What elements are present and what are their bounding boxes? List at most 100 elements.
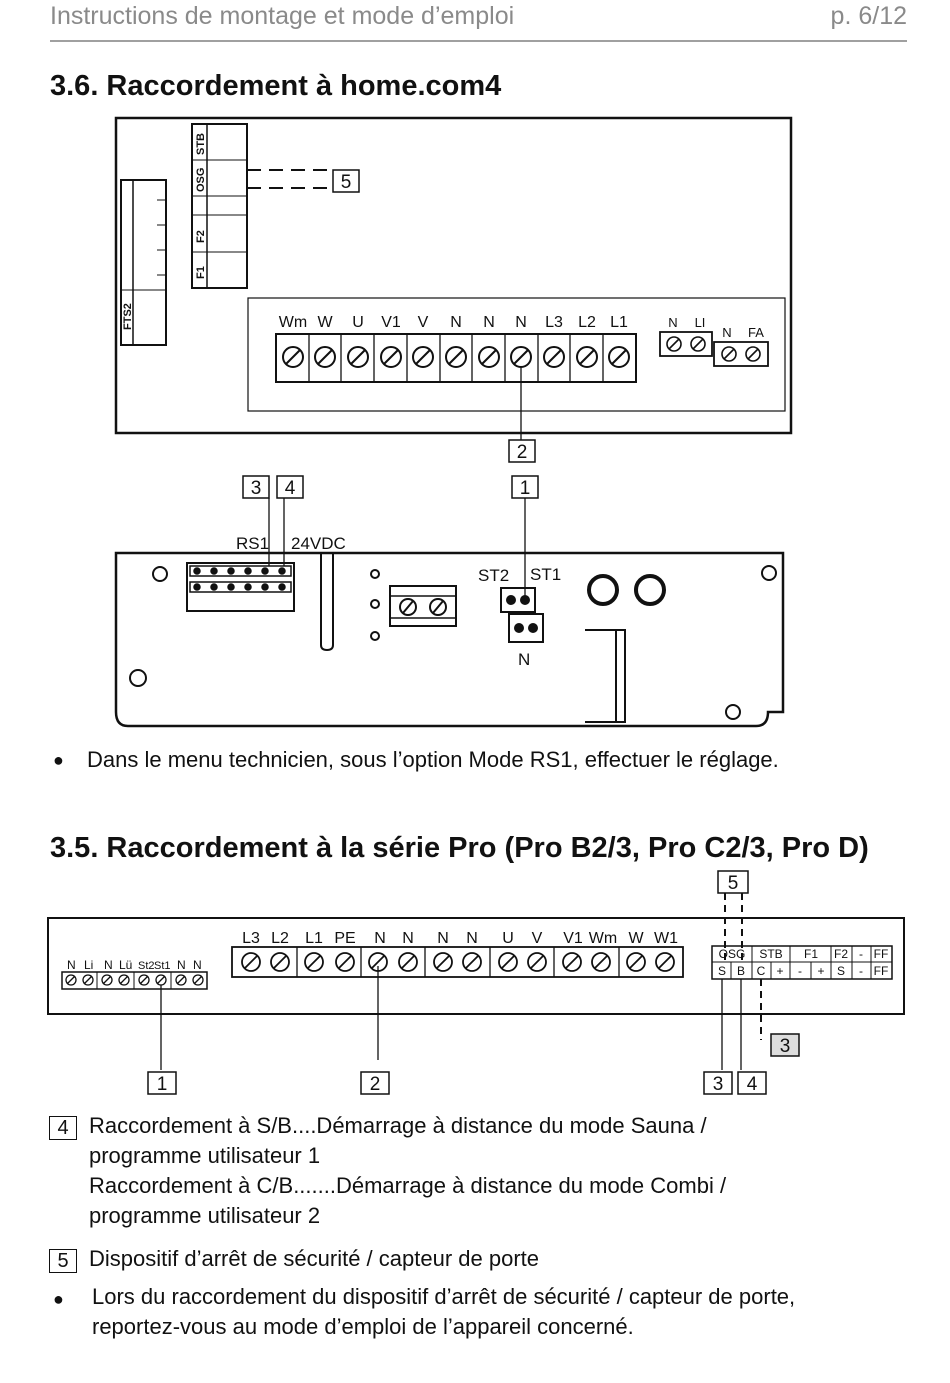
callout-4-pro-bottom: 4 bbox=[747, 1074, 758, 1095]
st-terminal-upper bbox=[500, 587, 536, 613]
callout-3-pro-bottom: 3 bbox=[713, 1074, 724, 1095]
pro-board-frame bbox=[47, 917, 905, 1015]
terminal-screws bbox=[282, 346, 630, 368]
svg-text:PE: PE bbox=[334, 930, 355, 947]
rs1-mode-note: Dans le menu technicien, sous l’option M… bbox=[87, 747, 779, 772]
svg-text:N: N bbox=[437, 930, 449, 947]
svg-text:-: - bbox=[859, 964, 863, 978]
legend-4-line-3: Raccordement à C/B.......Démarrage à dis… bbox=[89, 1173, 727, 1198]
vdc-label: 24VDC bbox=[291, 534, 346, 553]
svg-text:Lü: Lü bbox=[119, 958, 132, 972]
main-terminal-strip bbox=[231, 946, 684, 978]
fuse-label-f1: F1 bbox=[195, 266, 207, 279]
svg-text:V: V bbox=[418, 314, 429, 331]
svg-text:St2: St2 bbox=[138, 960, 155, 972]
svg-text:L3: L3 bbox=[545, 314, 563, 331]
svg-text:L1: L1 bbox=[610, 314, 628, 331]
home-com4-wiring-diagram: FTS2 STB OSG F2 F1 5 Wm W U V1 V N N N L… bbox=[114, 116, 793, 728]
main-terminal-labels: L3 L2 L1 PE N N N N U V V1 Wm W W1 bbox=[242, 930, 678, 947]
svg-text:B: B bbox=[737, 964, 745, 978]
callout-5-top: 5 bbox=[341, 172, 352, 193]
bullet-dot-1: ● bbox=[53, 750, 64, 770]
st2-label: ST2 bbox=[478, 566, 509, 585]
svg-text:St1: St1 bbox=[154, 960, 171, 972]
callout-1-pro: 1 bbox=[157, 1074, 168, 1095]
svg-text:-: - bbox=[859, 947, 863, 961]
callout-5-pro: 5 bbox=[728, 873, 739, 894]
rs1-label: RS1 bbox=[236, 534, 269, 553]
svg-text:N: N bbox=[104, 958, 113, 972]
svg-text:W: W bbox=[628, 930, 644, 947]
bottom-board-frame bbox=[114, 551, 785, 728]
svg-text:F1: F1 bbox=[804, 947, 818, 961]
svg-text:V1: V1 bbox=[563, 930, 583, 947]
svg-text:N: N bbox=[450, 314, 462, 331]
legend-4-line-1: Raccordement à S/B....Démarrage à distan… bbox=[89, 1113, 707, 1138]
svg-text:W1: W1 bbox=[654, 930, 678, 947]
callout-3-top: 3 bbox=[251, 478, 262, 499]
svg-text:U: U bbox=[502, 930, 514, 947]
svg-text:+: + bbox=[776, 964, 783, 978]
svg-text:-: - bbox=[798, 964, 802, 978]
n-label-bottom: N bbox=[518, 650, 530, 669]
svg-text:W: W bbox=[317, 314, 333, 331]
small-block-2-label-fa: FA bbox=[748, 325, 764, 340]
section-heading-pro-series: 3.5. Raccordement à la série Pro (Pro B2… bbox=[50, 832, 869, 864]
svg-text:V: V bbox=[532, 930, 543, 947]
svg-text:L2: L2 bbox=[271, 930, 289, 947]
svg-text:FF: FF bbox=[874, 947, 889, 961]
svg-text:L2: L2 bbox=[578, 314, 596, 331]
svg-text:N: N bbox=[177, 958, 186, 972]
svg-text:N: N bbox=[466, 930, 478, 947]
svg-text:V1: V1 bbox=[381, 314, 401, 331]
document-title: Instructions de montage et mode d’emploi bbox=[50, 2, 515, 30]
svg-text:S: S bbox=[837, 964, 845, 978]
svg-text:U: U bbox=[352, 314, 364, 331]
svg-text:FF: FF bbox=[874, 964, 889, 978]
svg-text:OSG: OSG bbox=[719, 947, 746, 961]
callout-2-top: 2 bbox=[517, 442, 528, 463]
svg-text:N: N bbox=[67, 958, 76, 972]
terminal-strip bbox=[275, 333, 637, 383]
svg-text:Wm: Wm bbox=[279, 314, 307, 331]
svg-text:L3: L3 bbox=[242, 930, 260, 947]
section-heading-home-com4: 3.6. Raccordement à home.com4 bbox=[50, 70, 502, 102]
callout-4-top: 4 bbox=[285, 478, 296, 499]
left-block-labels: N Li N Lü St2 St1 N N bbox=[67, 958, 202, 972]
terminal-labels: Wm W U V1 V N N N L3 L2 L1 bbox=[279, 314, 628, 331]
terminal-frame bbox=[247, 297, 786, 412]
st1-label: ST1 bbox=[530, 565, 561, 584]
callout-2-pro: 2 bbox=[370, 1074, 381, 1095]
svg-text:S: S bbox=[718, 964, 726, 978]
top-board-frame bbox=[114, 116, 793, 435]
small-block-1 bbox=[659, 331, 713, 357]
callout-1-top: 1 bbox=[520, 478, 531, 499]
svg-text:STB: STB bbox=[759, 947, 782, 961]
page-number: p. 6/12 bbox=[830, 2, 907, 30]
svg-text:N: N bbox=[193, 958, 202, 972]
svg-text:Li: Li bbox=[84, 958, 93, 972]
fuse-label-stb: STB bbox=[195, 133, 207, 155]
legend-4-line-4: programme utilisateur 2 bbox=[89, 1203, 321, 1228]
bullet-dot-2: ● bbox=[53, 1289, 64, 1309]
svg-text:N: N bbox=[402, 930, 414, 947]
fuse-label-osg: OSG bbox=[195, 168, 207, 192]
board-bracket bbox=[585, 629, 626, 723]
svg-text:N: N bbox=[483, 314, 495, 331]
svg-text:Wm: Wm bbox=[589, 930, 617, 947]
st-terminal-lower bbox=[508, 613, 544, 643]
board-slot bbox=[320, 553, 334, 652]
svg-text:N: N bbox=[374, 930, 386, 947]
pro-series-wiring-diagram: 5 N Li N Lü St2 St1 N N L3 L2 L1 PE N N … bbox=[47, 870, 905, 1095]
header-rule bbox=[50, 40, 907, 42]
svg-text:C: C bbox=[757, 964, 766, 978]
small-block-2 bbox=[713, 341, 769, 367]
svg-text:N: N bbox=[515, 314, 527, 331]
fts2-block bbox=[120, 179, 167, 346]
svg-text:L1: L1 bbox=[305, 930, 323, 947]
power-terminal-block bbox=[389, 585, 457, 627]
fuse-label-f2: F2 bbox=[195, 230, 207, 243]
fts2-tick-marks bbox=[157, 199, 166, 276]
fts2-label: FTS2 bbox=[122, 303, 134, 330]
svg-text:+: + bbox=[817, 964, 824, 978]
